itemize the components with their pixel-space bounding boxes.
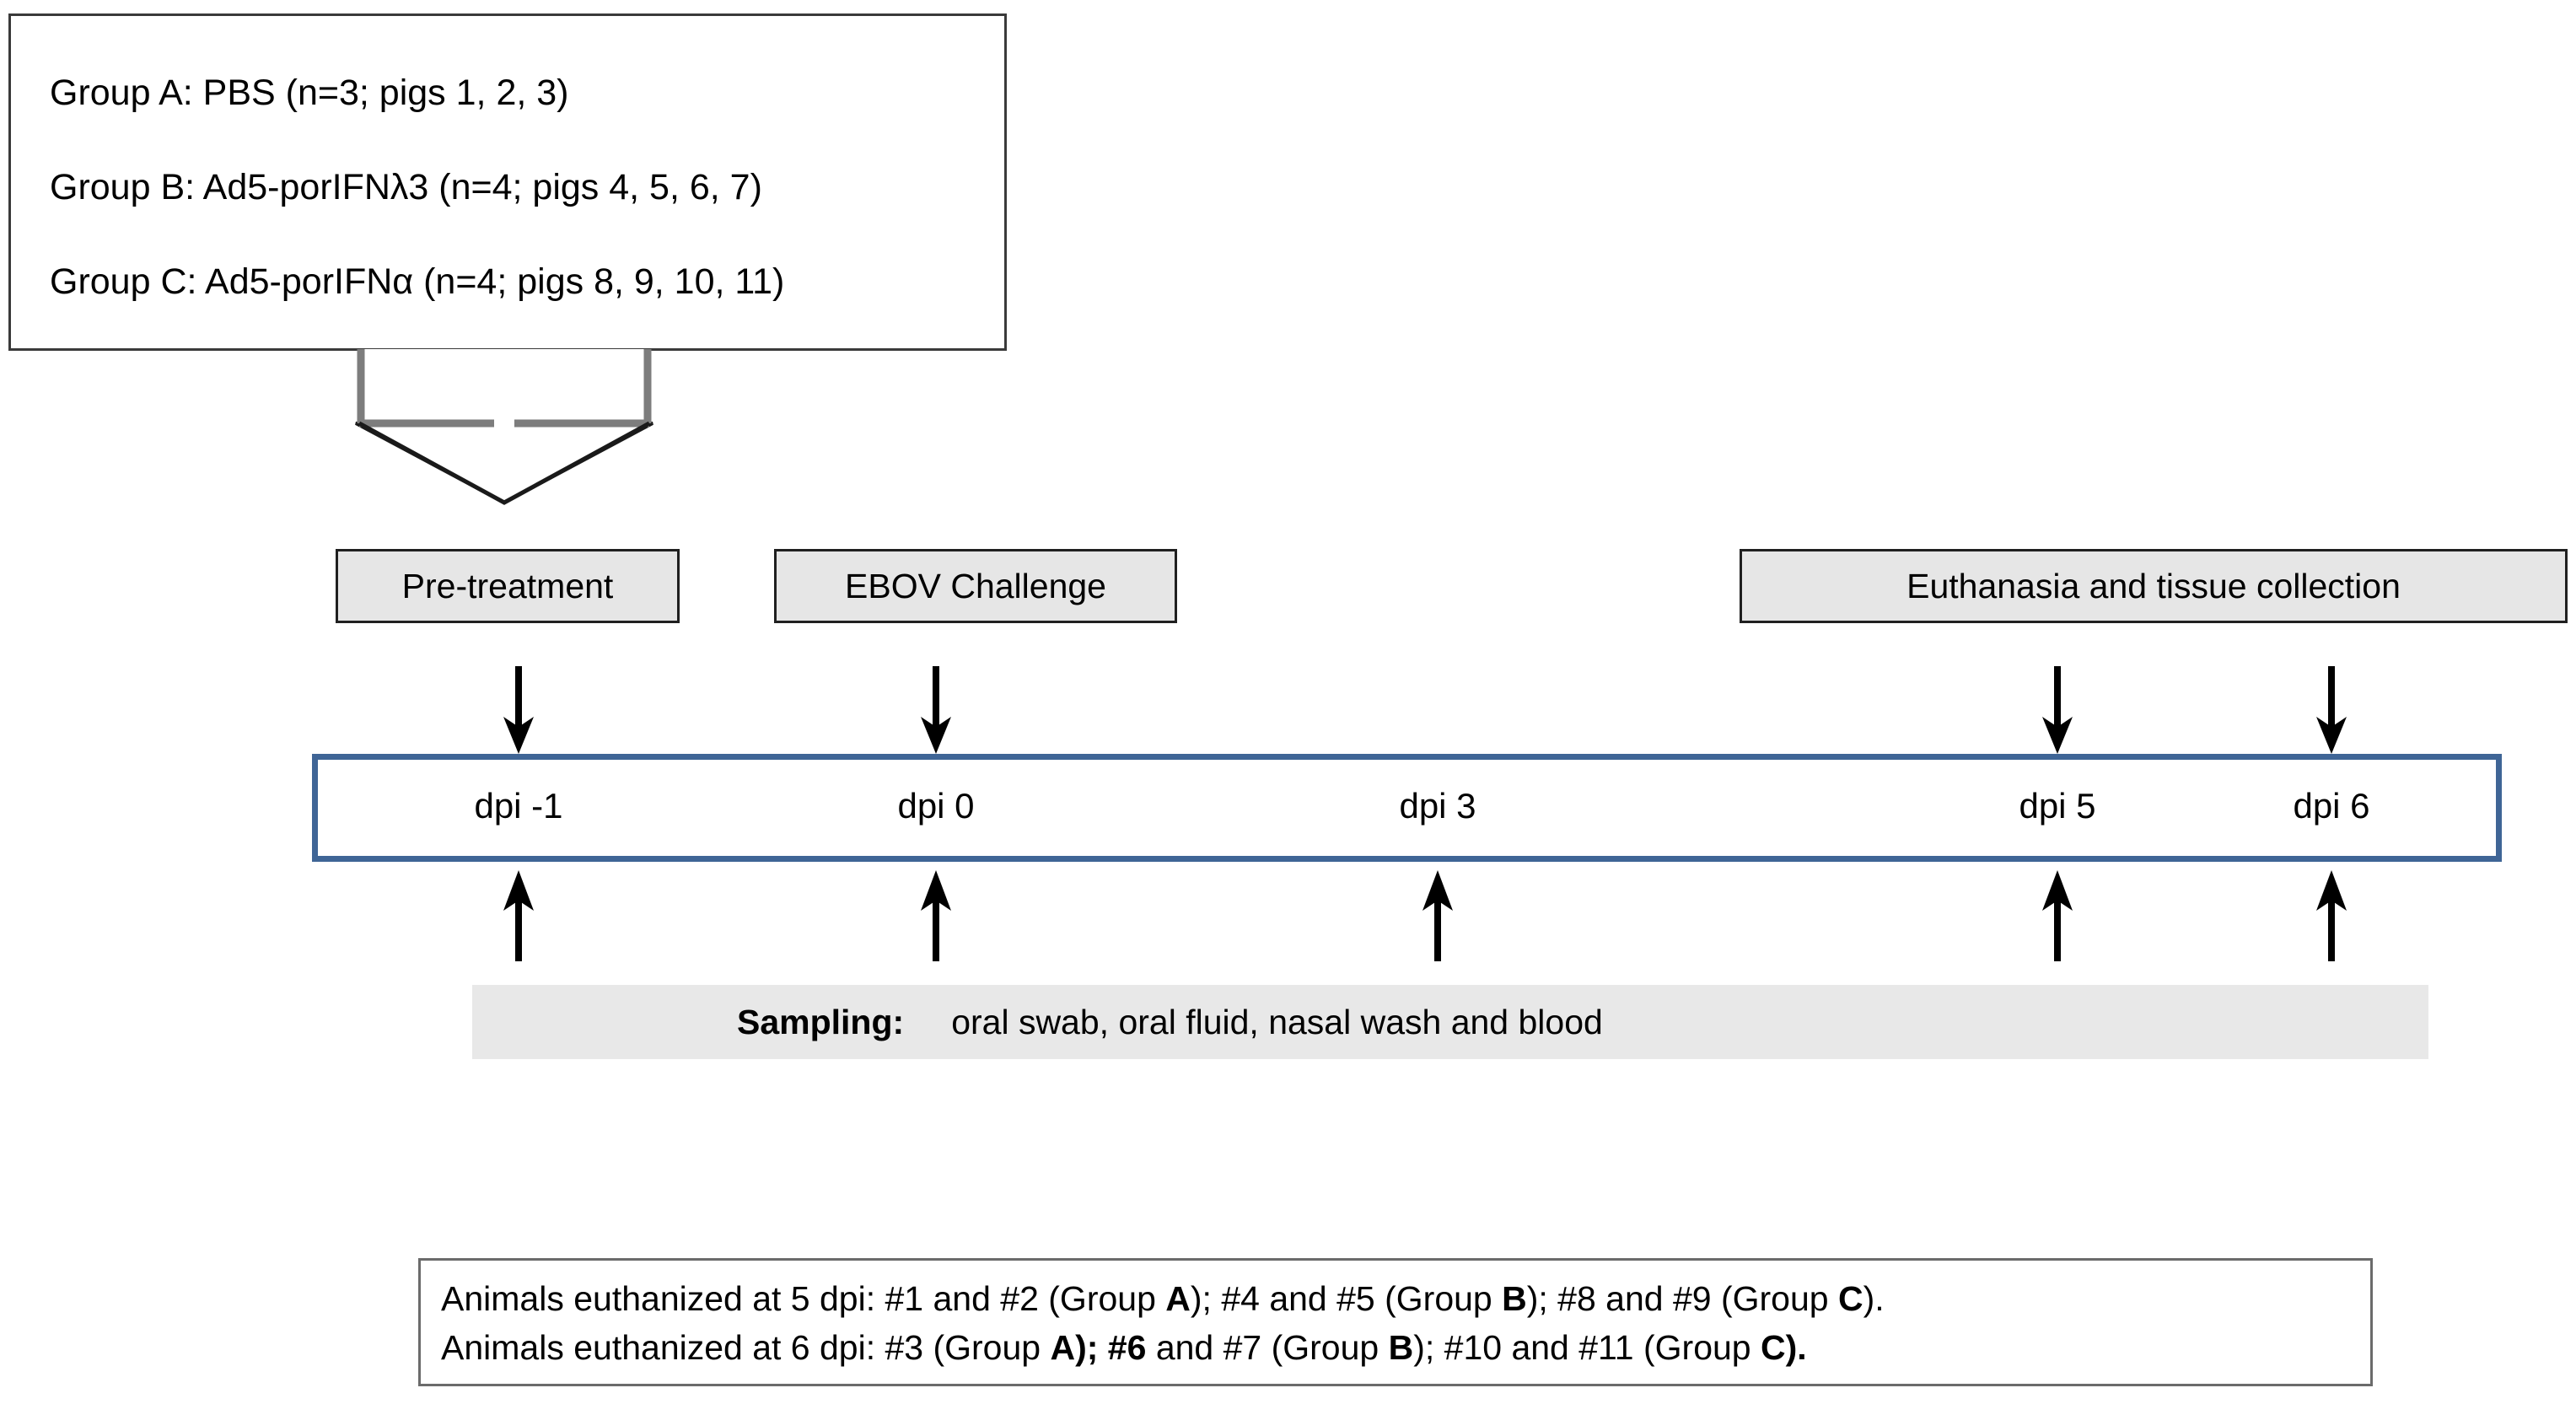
- arrow-up-dpi-6: [2316, 870, 2347, 961]
- block-arrow-down-icon: [355, 349, 653, 505]
- arrow-down-dpi-6: [2316, 666, 2347, 754]
- dpi-tick-label-minus1: dpi -1: [474, 786, 563, 826]
- arrow-up-dpi-3: [1422, 870, 1453, 961]
- group-line-b: Group B: Ad5-porIFNλ3 (n=4; pigs 4, 5, 6…: [50, 167, 762, 207]
- event-box-label: EBOV Challenge: [845, 566, 1106, 605]
- footnote-l1-bold2: B: [1502, 1279, 1527, 1318]
- group-definition-box: Group A: PBS (n=3; pigs 1, 2, 3) Group B…: [8, 13, 1007, 351]
- event-box-euthanasia[interactable]: Euthanasia and tissue collection: [1740, 549, 2568, 623]
- footnote-l1-part3: ); #8 and #9 (Group: [1526, 1279, 1838, 1318]
- arrow-up-dpi-5: [2042, 870, 2073, 961]
- arrow-up-dpi-0: [921, 870, 951, 961]
- footnote-line-6dpi: Animals euthanized at 6 dpi: #3 (Group A…: [441, 1323, 2370, 1372]
- event-box-label: Euthanasia and tissue collection: [1906, 566, 2401, 605]
- event-box-ebov-challenge[interactable]: EBOV Challenge: [774, 549, 1177, 623]
- dpi-tick-label-5: dpi 5: [2019, 786, 2096, 826]
- group-line-c: Group C: Ad5-porIFNα (n=4; pigs 8, 9, 10…: [50, 261, 785, 302]
- footnote-line-5dpi: Animals euthanized at 5 dpi: #1 and #2 (…: [441, 1274, 2370, 1323]
- event-box-pre-treatment[interactable]: Pre-treatment: [336, 549, 680, 623]
- event-box-label: Pre-treatment: [401, 566, 614, 605]
- footnote-l1-part4: ).: [1863, 1279, 1885, 1318]
- footnote-l2-bold3: C).: [1761, 1328, 1807, 1368]
- footnote-l1-part1: Animals euthanized at 5 dpi: #1 and #2 (…: [441, 1279, 1166, 1318]
- footnote-box: Animals euthanized at 5 dpi: #1 and #2 (…: [418, 1258, 2373, 1386]
- sampling-bar: Sampling: oral swab, oral fluid, nasal w…: [472, 985, 2428, 1059]
- sampling-items-text: oral swab, oral fluid, nasal wash and bl…: [951, 1002, 1603, 1041]
- arrow-down-dpi-0: [921, 666, 951, 754]
- dpi-tick-label-6: dpi 6: [2293, 786, 2370, 826]
- footnote-l2-part1: Animals euthanized at 6 dpi: #3 (Group: [441, 1328, 1051, 1368]
- footnote-l1-bold3: C: [1837, 1279, 1863, 1318]
- arrow-down-dpi-5: [2042, 666, 2073, 754]
- dpi-tick-label-3: dpi 3: [1399, 786, 1476, 826]
- footnote-l1-part2: ); #4 and #5 (Group: [1190, 1279, 1503, 1318]
- dpi-tick-label-0: dpi 0: [897, 786, 975, 826]
- footnote-l2-bold1: A); #6: [1050, 1328, 1147, 1368]
- timeline-bar: [312, 754, 2502, 862]
- footnote-l1-bold1: A: [1165, 1279, 1191, 1318]
- arrow-down-dpi-minus1: [503, 666, 534, 754]
- sampling-label: Sampling:: [737, 1002, 905, 1041]
- group-line-a: Group A: PBS (n=3; pigs 1, 2, 3): [50, 73, 569, 113]
- arrow-up-dpi-minus1: [503, 870, 534, 961]
- footnote-l2-part3: ); #10 and #11 (Group: [1413, 1328, 1761, 1368]
- footnote-l2-bold2: B: [1388, 1328, 1414, 1368]
- footnote-l2-part2: and #7 (Group: [1146, 1328, 1389, 1368]
